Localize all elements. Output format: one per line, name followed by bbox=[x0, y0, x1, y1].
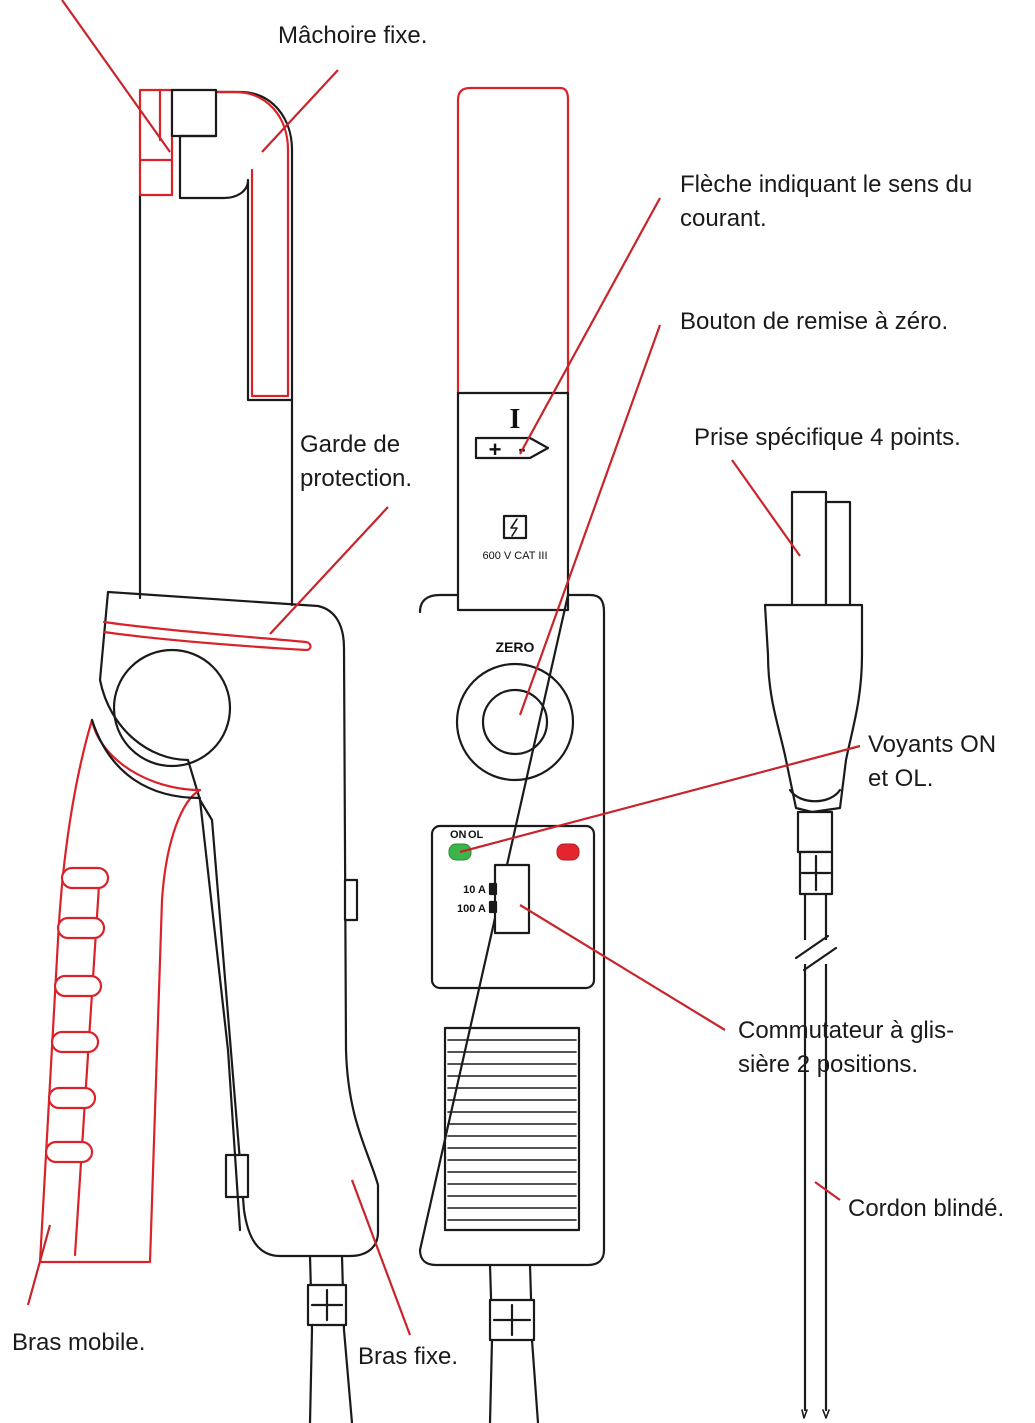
rating-marking: 600 V CAT III bbox=[482, 550, 547, 562]
zero-button bbox=[481, 688, 549, 756]
plug-housing bbox=[763, 603, 864, 814]
label-leds-line2: et OL. bbox=[868, 765, 933, 792]
label-mobile-arm: Bras mobile. bbox=[12, 1329, 145, 1356]
label-current-arrow-line2: courant. bbox=[680, 205, 767, 232]
clamp-side-view bbox=[38, 88, 380, 1423]
grip-ridges bbox=[44, 866, 110, 1164]
current-arrow-icon bbox=[474, 436, 550, 460]
range-switch bbox=[493, 863, 531, 935]
connector-and-cable bbox=[763, 490, 864, 1419]
led-ol bbox=[556, 843, 580, 861]
on-marking: ON bbox=[450, 829, 467, 841]
lightning-icon bbox=[502, 514, 528, 540]
vent-grille bbox=[443, 1026, 581, 1232]
plus-sign: + bbox=[489, 437, 502, 462]
label-leds-line1: Voyants ON bbox=[868, 731, 996, 758]
range-10a: 10 A bbox=[463, 884, 486, 896]
label-fixed-arm: Bras fixe. bbox=[358, 1343, 458, 1370]
zero-button-ring bbox=[455, 662, 575, 782]
label-fixed-jaw: Mâchoire fixe. bbox=[278, 22, 427, 49]
mobile-arm bbox=[38, 718, 202, 1264]
current-symbol: I bbox=[510, 404, 521, 435]
label-guard-line2: protection. bbox=[300, 465, 412, 492]
label-zero-button: Bouton de remise à zéro. bbox=[680, 308, 948, 335]
callouts: Mâchoire fixe. Flèche indiquant le sens … bbox=[12, 22, 1004, 1370]
label-switch-line1: Commutateur à glis- bbox=[738, 1017, 954, 1044]
grille-lines bbox=[447, 1039, 577, 1221]
clamp-body bbox=[98, 590, 380, 1258]
range-100a: 100 A bbox=[457, 903, 486, 915]
fixed-jaw bbox=[170, 90, 294, 402]
jaw-front bbox=[456, 86, 570, 397]
ol-marking: OL bbox=[468, 829, 484, 841]
label-plug: Prise spécifique 4 points. bbox=[694, 424, 961, 451]
front-body bbox=[418, 593, 606, 1267]
clamp-front-view: I + - 600 V CAT III ZERO ON OL 10 A 100 … bbox=[418, 86, 606, 1423]
label-guard-line1: Garde de bbox=[300, 431, 400, 458]
guard-slot bbox=[102, 620, 312, 652]
leader-lines bbox=[26, 0, 861, 1336]
label-current-arrow-line1: Flèche indiquant le sens du bbox=[680, 171, 972, 198]
zero-marking: ZERO bbox=[496, 639, 535, 655]
label-switch-line2: sière 2 positions. bbox=[738, 1051, 918, 1078]
mobile-jaw-tip bbox=[138, 88, 174, 197]
label-cable: Cordon blindé. bbox=[848, 1195, 1004, 1222]
plug-pins bbox=[790, 490, 828, 609]
